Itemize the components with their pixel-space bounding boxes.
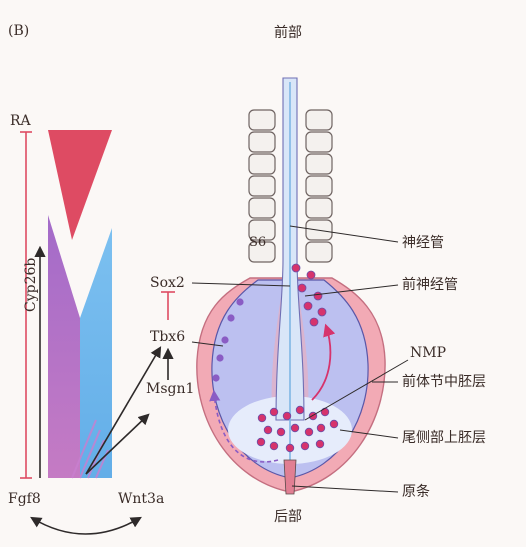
presomitic-cells [212,298,244,382]
tbx6-label: Tbx6 [150,329,186,345]
ra-label: RA [10,113,31,129]
anterior-label: 前部 [274,25,302,41]
somites-right [305,109,333,263]
sox2-label: Sox2 [150,275,185,291]
presomitic-mesoderm-label: 前体节中胚层 [402,374,486,390]
somite-s6-label: S6 [249,235,267,250]
sox2-inhibition [161,291,175,320]
fgf8-wnt3a-double-arrow [30,516,142,535]
nmp-to-mesoderm-arrow [209,389,279,463]
ra-gradient-triangle [48,130,112,240]
primitive-streak-label: 原条 [402,484,430,500]
neural-tube-label: 神经管 [402,235,444,251]
panel-label: (B) [8,23,30,39]
arrow-to-tbx6 [85,346,162,475]
primitive-streak [283,459,297,495]
embryo-diagram [196,77,386,495]
gradient-diagram [48,130,112,479]
cyp26b-label: Cyp26b [23,257,39,312]
wnt3a-gradient-region [80,228,112,478]
fgf8-gradient-region [48,215,80,478]
somites-left [248,109,276,263]
msgn1-label: Msgn1 [146,381,195,397]
pre-neural-tube-label: 前神经管 [402,277,458,293]
posterior-label: 后部 [274,509,302,525]
wnt3a-label: Wnt3a [118,491,165,507]
leader-lines [191,225,409,493]
nmp-cells [256,405,339,453]
cyp26b-inhibition-bar [20,131,32,479]
caudal-lateral-epiblast-label: 尾侧部上胚层 [402,430,486,446]
nmp-label: NMP [410,345,447,361]
nmp-to-neural-arrow [311,323,336,401]
arrow-to-msgn1 [85,413,150,475]
fgf8-label: Fgf8 [8,491,41,507]
